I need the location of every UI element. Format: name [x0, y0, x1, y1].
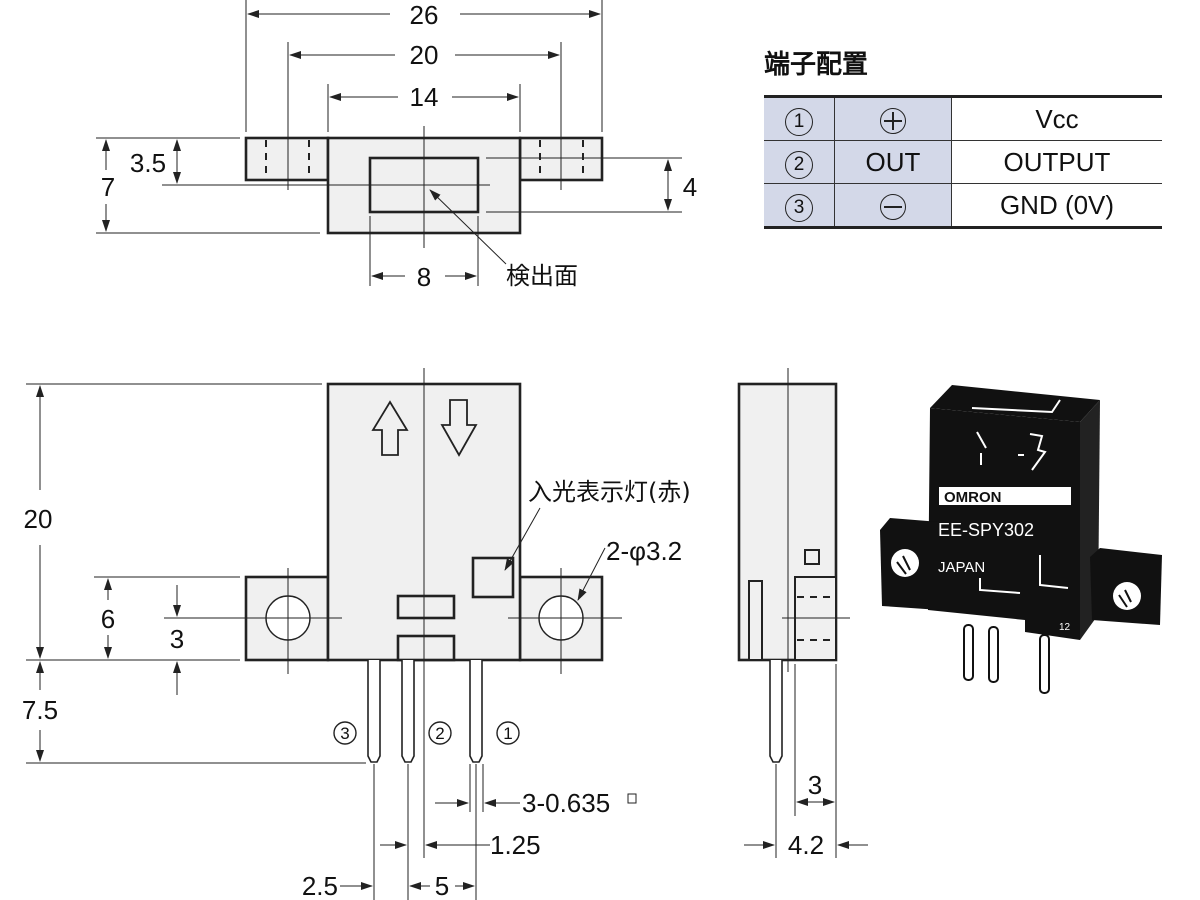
dim-overall-width: 26 — [410, 0, 439, 30]
pin-label-2: 2 — [428, 721, 452, 745]
pin-number: 1 — [785, 107, 813, 136]
origin-label: JAPAN — [938, 559, 985, 576]
pin-label-1: 1 — [496, 721, 520, 745]
pin-symbol: OUT — [834, 140, 952, 184]
dim-flange-height: 3.5 — [130, 148, 166, 178]
dim-pin-pitch-a: 2.5 — [302, 871, 338, 900]
side-pin — [769, 660, 783, 763]
pin-function: Vcc — [951, 96, 1162, 141]
dim-aperture-width: 8 — [417, 262, 431, 292]
table-row: 1 Vcc — [764, 96, 1162, 141]
dim-hole-pitch: 20 — [410, 40, 439, 70]
minus-icon — [880, 193, 906, 220]
table-row: 2 OUT OUTPUT — [764, 140, 1162, 184]
product-render: OMRON EE-SPY302 JAPAN 12 — [880, 385, 1162, 694]
pin-assignment-table: 1 Vcc 2 OUT OUTPUT 3 GND (0V) — [764, 95, 1162, 229]
dim-pin-pitch-b: 5 — [435, 871, 449, 900]
dim-flange-depth: 3 — [808, 770, 822, 800]
dim-total-depth: 7 — [101, 172, 115, 202]
side-view: 3 4.2 — [737, 368, 868, 860]
pin-label-3: 3 — [333, 721, 357, 745]
dim-flange-height: 6 — [101, 604, 115, 634]
plus-icon — [880, 107, 906, 134]
brand-label: OMRON — [944, 489, 1002, 506]
window-slot — [396, 594, 456, 620]
pin-number: 3 — [785, 193, 813, 222]
up-arrow-icon — [371, 400, 409, 456]
dim-pin-size: 3-0.635 — [522, 788, 610, 818]
dim-aperture-height: 4 — [683, 172, 697, 202]
table-row: 3 GND (0V) — [764, 183, 1162, 228]
dim-pin-offset: 1.25 — [490, 830, 541, 860]
pin-table-title: 端子配置 — [764, 50, 869, 80]
callout-indicator-led: 入光表示灯(赤) — [528, 478, 691, 506]
pin-base — [396, 634, 456, 662]
indicator-led — [471, 556, 515, 599]
pins — [367, 660, 483, 763]
dim-pin-length: 7.5 — [22, 695, 58, 725]
svg-text:1: 1 — [503, 724, 512, 743]
svg-text:3: 3 — [340, 724, 349, 743]
dim-body-width: 14 — [410, 82, 439, 112]
square-symbol-icon — [627, 793, 637, 804]
left-flange — [244, 136, 330, 182]
front-view: 20 6 3 7.5 3-0.635 1.25 2.5 5 入光表示灯(赤) 2… — [22, 368, 691, 900]
pin-number: 2 — [785, 150, 813, 179]
dim-height: 20 — [24, 504, 53, 534]
pin-function: GND (0V) — [951, 183, 1162, 228]
pin-function: OUTPUT — [951, 140, 1162, 184]
top-view: 26 20 14 8 3.5 7 4 検出面 — [96, 0, 697, 292]
dim-hole-center: 3 — [170, 624, 184, 654]
svg-text:2: 2 — [435, 724, 444, 743]
lot-label: 12 — [1059, 622, 1071, 633]
dim-total-depth-side: 4.2 — [788, 830, 824, 860]
callout-mount-hole: 2-φ3.2 — [606, 536, 682, 566]
indicator-led-side — [804, 549, 820, 565]
down-arrow-icon — [440, 399, 478, 457]
model-label: EE-SPY302 — [938, 520, 1034, 540]
callout-detection-surface: 検出面 — [506, 262, 578, 290]
